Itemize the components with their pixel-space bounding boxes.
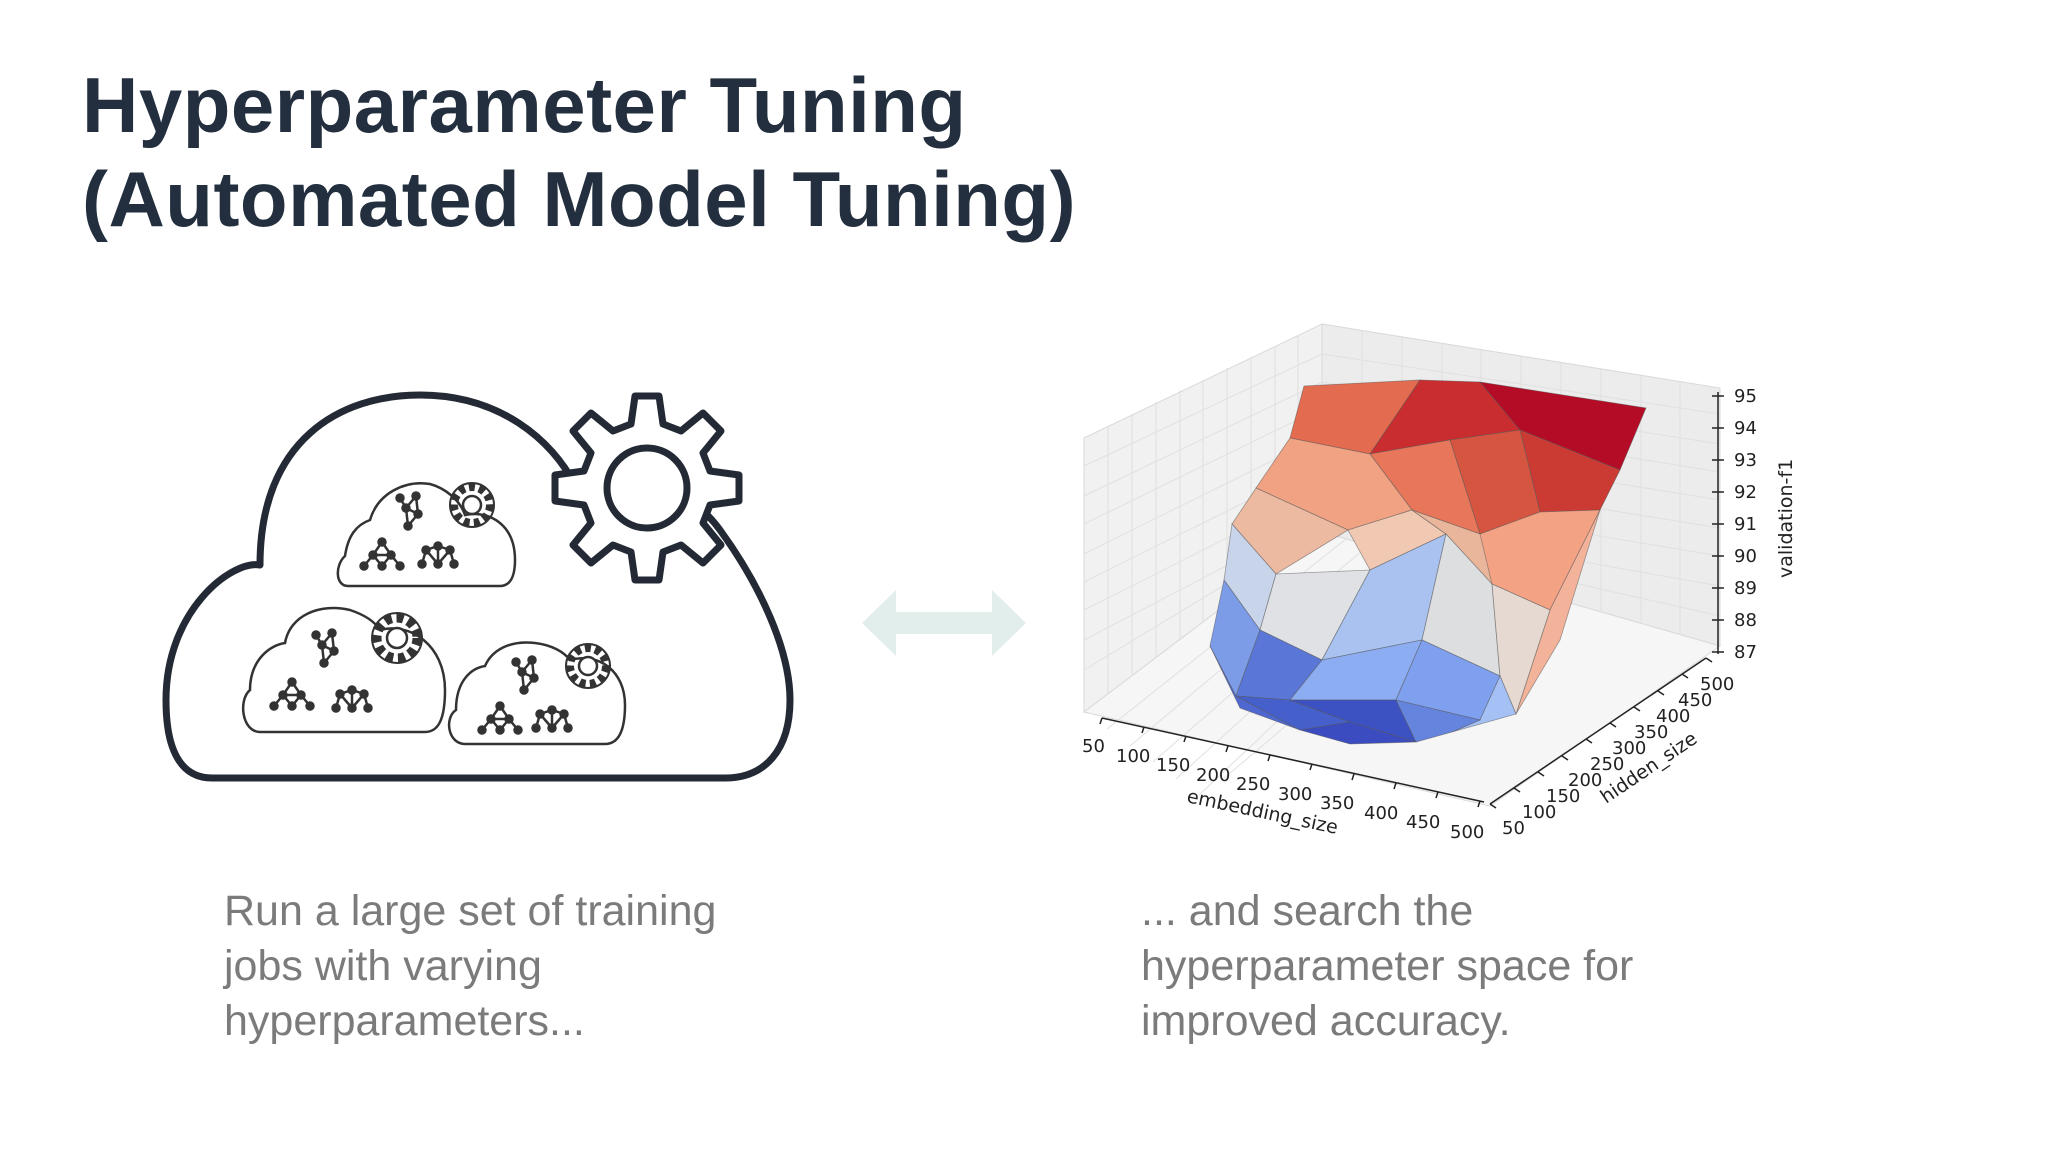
y-tick-label: 400 xyxy=(1656,706,1690,727)
caption-right-line-1: ... and search the xyxy=(1141,887,1474,935)
caption-left-line-1: Run a large set of training xyxy=(224,887,717,935)
slide-title-line-1: Hyperparameter Tuning xyxy=(82,61,967,149)
z-tick-label: 88 xyxy=(1734,610,1757,631)
y-tick-label: 250 xyxy=(1590,754,1624,775)
cloud-with-gears-and-networks-icon xyxy=(162,391,794,782)
x-tick-label: 500 xyxy=(1450,822,1484,843)
caption-right-line-2: hyperparameter space for xyxy=(1141,942,1634,990)
y-tick-label: 50 xyxy=(1502,818,1525,839)
validation-f1-surface-plot: 50 100 150 200 250 300 350 400 450 500 e… xyxy=(1082,323,1797,843)
z-axis: 87 88 89 90 91 92 93 94 95 validation-f1 xyxy=(1712,386,1797,663)
y-tick-label: 300 xyxy=(1612,738,1646,759)
z-tick-label: 92 xyxy=(1734,482,1757,503)
z-tick-label: 89 xyxy=(1734,578,1757,599)
x-tick-label: 400 xyxy=(1364,803,1398,824)
z-tick-label: 90 xyxy=(1734,546,1757,567)
x-tick-label: 50 xyxy=(1082,736,1105,757)
caption-right: ... and search the hyperparameter space … xyxy=(1141,884,1633,1049)
x-tick-label: 250 xyxy=(1236,774,1270,795)
x-tick-label: 100 xyxy=(1116,746,1150,767)
caption-left: Run a large set of training jobs with va… xyxy=(224,884,716,1049)
z-tick-label: 94 xyxy=(1734,418,1757,439)
y-tick-label: 200 xyxy=(1568,770,1602,791)
z-tick-label: 93 xyxy=(1734,450,1757,471)
y-tick-label: 450 xyxy=(1678,690,1712,711)
x-tick-label: 350 xyxy=(1320,793,1354,814)
z-tick-label: 87 xyxy=(1734,642,1757,663)
y-tick-label: 500 xyxy=(1700,674,1734,695)
slide-title-line-2: (Automated Model Tuning) xyxy=(82,155,1077,243)
y-tick-label: 150 xyxy=(1546,786,1580,807)
z-tick-label: 95 xyxy=(1734,386,1757,407)
x-tick-label: 300 xyxy=(1278,784,1312,805)
caption-left-line-3: hyperparameters... xyxy=(224,997,585,1045)
caption-left-line-2: jobs with varying xyxy=(224,942,542,990)
z-tick-label: 91 xyxy=(1734,514,1757,535)
surface-facets xyxy=(1209,379,1647,745)
caption-right-line-3: improved accuracy. xyxy=(1141,997,1511,1045)
double-headed-arrow-icon xyxy=(862,590,1026,656)
x-tick-label: 200 xyxy=(1196,765,1230,786)
slide-title: Hyperparameter Tuning (Automated Model T… xyxy=(82,58,1076,246)
y-tick-label: 100 xyxy=(1522,802,1556,823)
x-tick-label: 450 xyxy=(1406,812,1440,833)
z-axis-label: validation-f1 xyxy=(1775,459,1797,578)
x-tick-label: 150 xyxy=(1156,755,1190,776)
y-tick-label: 350 xyxy=(1634,722,1668,743)
